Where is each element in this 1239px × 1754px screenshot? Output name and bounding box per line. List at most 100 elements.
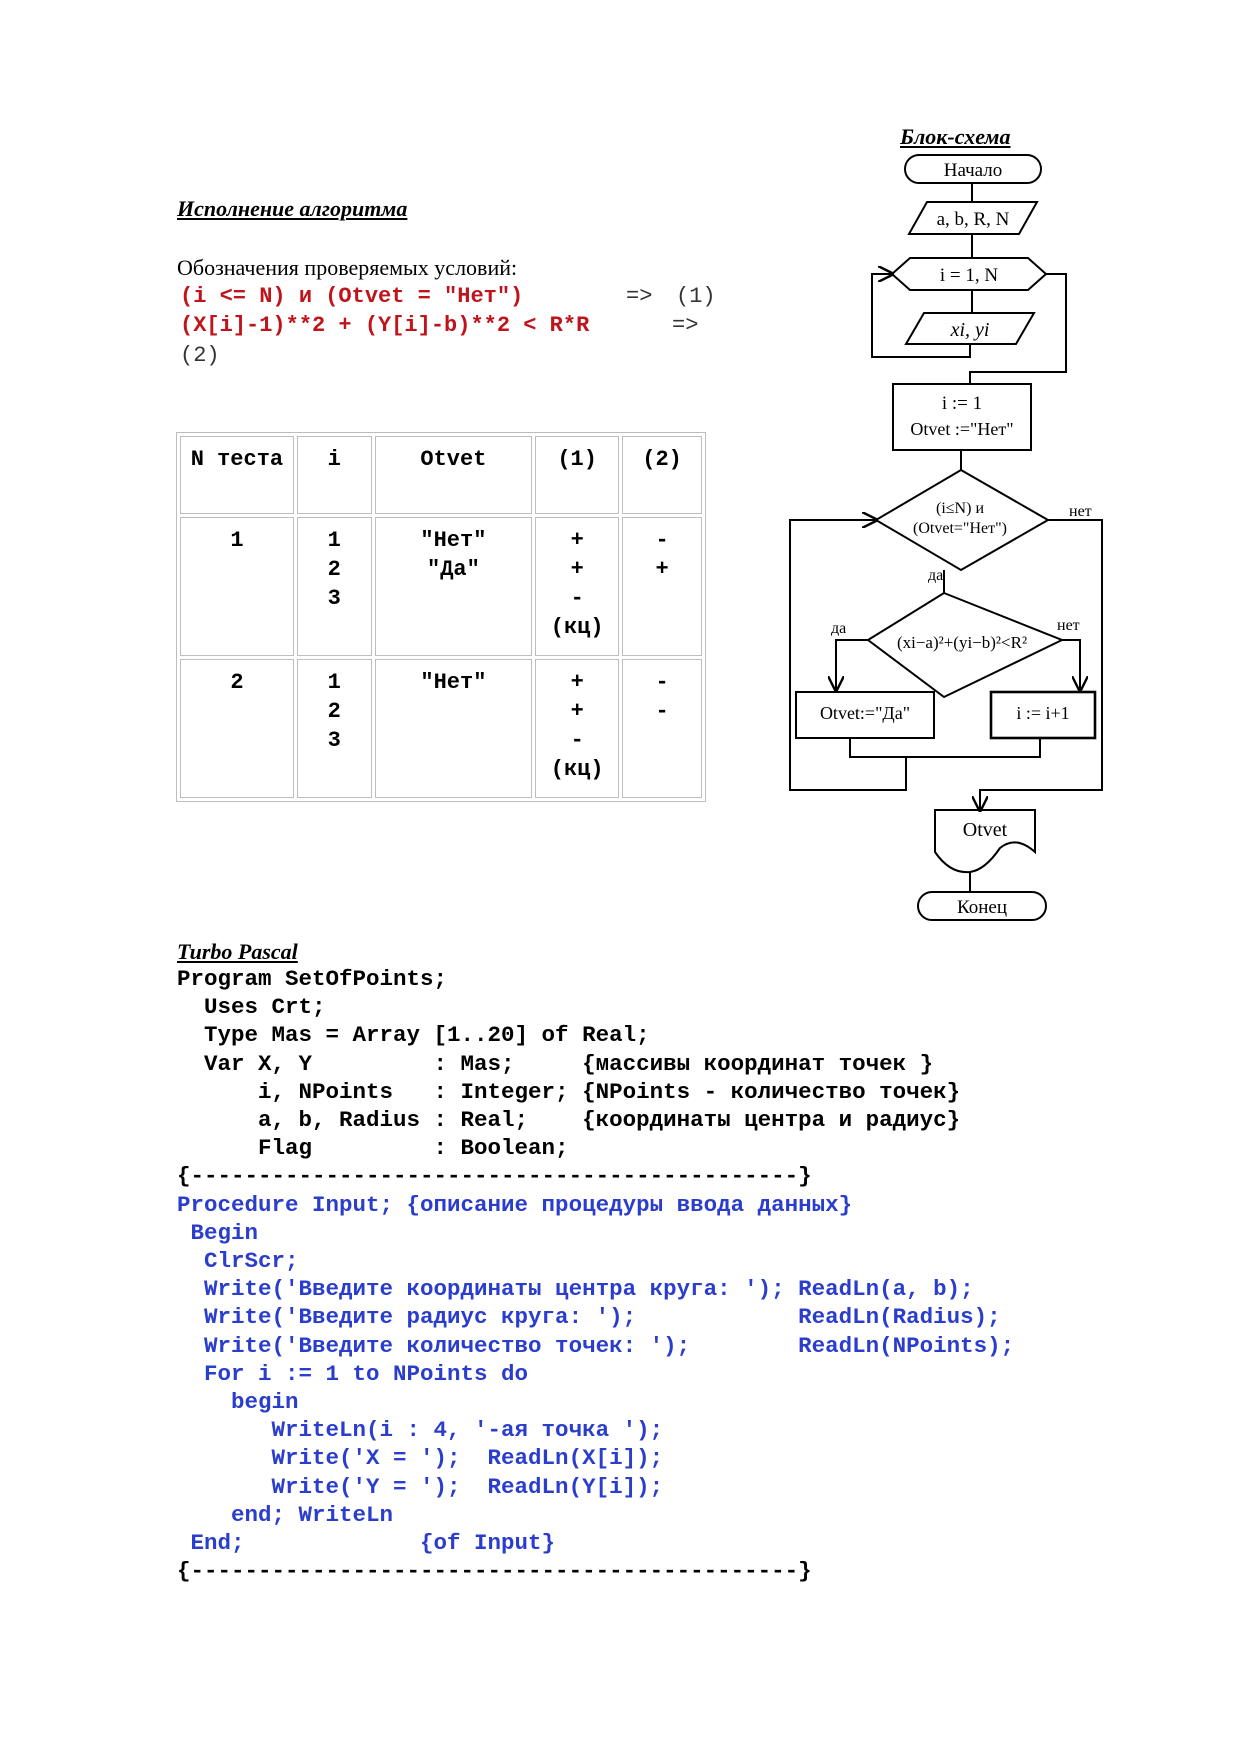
cell-value: 1 — [327, 528, 341, 553]
cell-value: + — [570, 557, 584, 582]
code-line: WriteLn(i : 4, '-ая точка '); — [177, 1417, 664, 1444]
flowchart: Начало a, b, R, N i = 1, N xi, yi i := 1… — [789, 154, 1103, 921]
code-line: end; WriteLn — [177, 1501, 394, 1528]
code-line: Write('Введите количество точек: '); Rea… — [177, 1332, 1015, 1359]
header-otvet: Otvet — [374, 436, 533, 514]
decision-2-label: (xi−a)²+(yi−b)²<R² — [897, 633, 1027, 652]
header-cond1: (1) — [535, 436, 620, 514]
assign-increment-label: i := i+1 — [1016, 703, 1069, 723]
input2-label: xi, yi — [950, 319, 990, 341]
no-label-1: нет — [1069, 503, 1092, 520]
header-i: i — [296, 436, 372, 514]
flowchart-title: Блок-схема — [900, 124, 1011, 149]
input1-label: a, b, R, N — [937, 209, 1010, 230]
code-line: Flag : Boolean; — [177, 1135, 569, 1162]
cell-value: 2 — [327, 557, 341, 582]
cell-otvet: "Нет" — [374, 659, 533, 798]
cell-i: 1 2 3 — [296, 517, 372, 656]
end-terminator — [917, 891, 1047, 921]
yes-branch-line — [836, 639, 868, 690]
code-line: {---------------------------------------… — [177, 1558, 812, 1585]
assign-yes-rectangle — [795, 691, 935, 739]
header-test-number: N теста — [180, 436, 294, 514]
cell-value: "Нет" — [420, 670, 487, 695]
cell-test: 2 — [180, 659, 294, 798]
cell-value: "Нет" — [420, 528, 487, 553]
table-row: 2 1 2 3 "Нет" + + - (кц) - - — [180, 659, 702, 798]
section-heading-turbo-pascal: Turbo Pascal — [177, 939, 298, 964]
cell-cond2: - + — [622, 517, 702, 656]
cell-cond2: - - — [622, 659, 702, 798]
cell-value: 3 — [327, 728, 341, 753]
code-line: Uses Crt; — [177, 994, 326, 1021]
input-parallelogram — [907, 201, 1039, 235]
start-label: Начало — [944, 160, 1003, 181]
cell-value: - — [655, 699, 669, 724]
code-line: Var X, Y : Mas; {массивы координат точек… — [177, 1050, 934, 1077]
cell-value: 2 — [327, 699, 341, 724]
condition-2-text: (X[i]-1)**2 + (Y[i]-b)**2 < R*R — [180, 313, 590, 338]
cell-i: 1 2 3 — [296, 659, 372, 798]
decision-2-diamond — [866, 591, 1065, 699]
code-line: Program SetOfPoints; — [177, 966, 448, 992]
header-cond2: (2) — [622, 436, 702, 514]
code-line: Write('Y = '); ReadLn(Y[i]); — [177, 1473, 664, 1500]
yes-label-1: да — [928, 567, 943, 584]
cell-otvet: "Нет" "Да" — [374, 517, 533, 656]
cell-value: - — [570, 586, 584, 611]
cell-value: + — [570, 528, 584, 553]
cell-value: + — [655, 557, 669, 582]
assign-increment-rectangle — [989, 690, 1097, 740]
condition-2-number: (2) — [180, 343, 220, 368]
merge-line — [849, 738, 1041, 758]
code-line: {---------------------------------------… — [177, 1163, 812, 1190]
condition-1-arrow: => — [626, 284, 653, 309]
cell-test: 1 — [180, 517, 294, 656]
section-heading-execution: Исполнение алгоритма — [177, 196, 408, 221]
code-line: End; {of Input} — [177, 1530, 556, 1557]
cell-cond1: + + - (кц) — [535, 517, 620, 656]
table-header-row: N теста i Otvet (1) (2) — [180, 436, 702, 514]
code-line: Procedure Input; {описание процедуры вво… — [177, 1191, 853, 1218]
end-label: Конец — [957, 897, 1007, 918]
loop-back-line — [871, 274, 971, 358]
decision-1-label-a: (i≤N) и — [936, 500, 984, 517]
decision-1-diamond — [874, 468, 1051, 572]
output-document — [934, 809, 1036, 874]
cell-value: "Да" — [427, 557, 480, 582]
input-parallelogram — [904, 312, 1036, 345]
cell-value: 1 — [327, 670, 341, 695]
no-label-2: нет — [1057, 617, 1080, 634]
code-line: a, b, Radius : Real; {координаты центра … — [177, 1107, 961, 1134]
code-line: begin — [177, 1389, 299, 1416]
cell-value: (кц) — [550, 615, 604, 640]
code-line: Begin — [177, 1219, 259, 1246]
conditions-intro: Обозначения проверяемых условий: — [177, 255, 518, 280]
code-line: Write('Введите радиус круга: '); ReadLn(… — [177, 1304, 1001, 1331]
cell-value: - — [570, 728, 584, 753]
code-line: i, NPoints : Integer; {NPoints - количес… — [177, 1078, 961, 1105]
init-label-2: Otvet :="Нет" — [910, 419, 1013, 439]
no-branch-line — [1062, 639, 1080, 690]
decision-1-label-b: (Otvet="Нет") — [913, 520, 1007, 537]
cell-value: - — [655, 528, 669, 553]
output-label: Otvet — [963, 819, 1008, 841]
table-row: 1 1 2 3 "Нет" "Да" + + - (кц) - + — [180, 517, 702, 656]
cell-value: - — [655, 670, 669, 695]
cell-value: 3 — [327, 586, 341, 611]
yes-label-2: да — [831, 620, 846, 637]
cell-value: (кц) — [550, 757, 604, 782]
assign-yes-label: Otvet:="Да" — [820, 703, 910, 723]
condition-1-text: (i <= N) и (Otvet = "Нет") — [180, 284, 524, 309]
code-listing: Program SetOfPoints; Uses Crt; Type Mas … — [177, 965, 1014, 1585]
code-line: ClrScr; — [177, 1248, 299, 1275]
cell-value: + — [570, 670, 584, 695]
condition-2-arrow: => — [672, 313, 699, 338]
condition-1-number: (1) — [676, 284, 716, 309]
init-label-1: i := 1 — [942, 393, 982, 414]
trace-table: N теста i Otvet (1) (2) 1 1 2 3 "Нет" "Д… — [176, 432, 706, 802]
loop-label: i = 1, N — [940, 265, 998, 286]
outer-loop-line — [789, 520, 907, 791]
code-line: Write('Введите координаты центра круга: … — [177, 1276, 974, 1303]
exit-branch-line — [980, 519, 1103, 810]
